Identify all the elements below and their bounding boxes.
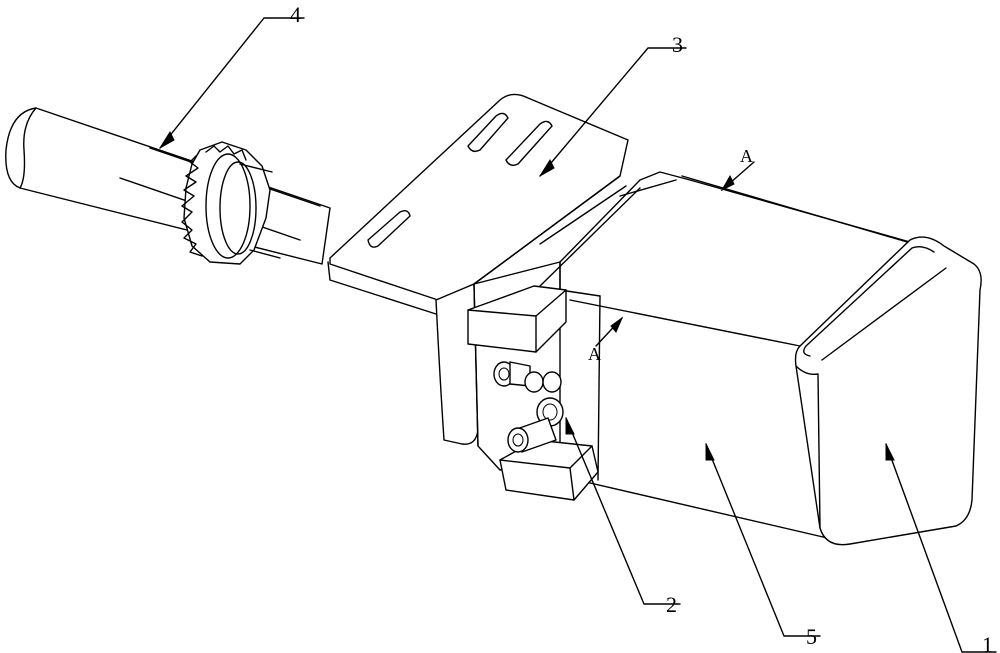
- shaft-part-4: [5, 107, 331, 265]
- section-mark-upper: A: [740, 146, 753, 166]
- label-part-2: 2: [666, 592, 677, 617]
- section-mark-lower: A: [588, 344, 601, 364]
- label-part-3: 3: [672, 32, 683, 57]
- label-part-5: 5: [806, 624, 817, 649]
- clamp-part-2: [467, 285, 599, 501]
- leader-lines: [159, 17, 997, 653]
- label-part-1: 1: [982, 632, 993, 653]
- label-part-4: 4: [290, 2, 301, 27]
- end-cap-part-1: [794, 236, 982, 546]
